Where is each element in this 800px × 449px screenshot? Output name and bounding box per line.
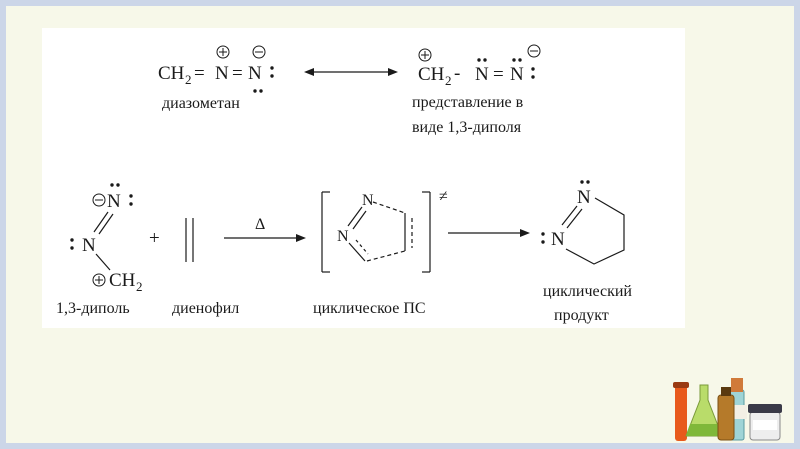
lone-pair-dot — [586, 180, 590, 184]
negative-charge-icon — [527, 44, 541, 58]
lone-pair-dot — [129, 194, 133, 198]
bond — [352, 210, 367, 230]
negative-charge-icon — [92, 193, 106, 207]
reaction-arrow-icon — [224, 234, 306, 242]
dipole-dash: - — [454, 63, 460, 84]
diazomethane-ch-sub: 2 — [185, 72, 192, 87]
bond — [347, 206, 363, 227]
lone-pair-dot — [253, 89, 257, 93]
ring-bonds — [565, 197, 625, 265]
plus-sign: + — [149, 228, 160, 249]
heat-delta: Δ — [255, 216, 265, 233]
dipole-n1: N — [475, 64, 489, 85]
bond — [95, 253, 111, 271]
label-product-line1: циклический — [543, 283, 632, 300]
lone-pair-dot — [270, 74, 274, 78]
bond — [93, 211, 109, 233]
label-ts: циклическое ПС — [313, 300, 426, 317]
bent-dipole-ch: CH — [109, 270, 136, 291]
dipole-caption-line2: виде 1,3-диполя — [412, 119, 522, 136]
diazomethane-structure: CH 2 = N = N диазометан — [158, 45, 274, 112]
bent-dipole-n-top: N — [107, 191, 121, 212]
resonance-arrow-icon — [304, 68, 398, 76]
lone-pair-dot — [531, 75, 535, 79]
diazomethane-ch: CH — [158, 63, 185, 84]
ts-n-left: N — [337, 228, 349, 245]
lone-pair-dot — [110, 183, 114, 187]
lone-pair-dot — [541, 240, 545, 244]
partial-bond — [366, 250, 406, 262]
content-panel — [42, 28, 685, 328]
partial-bond — [372, 201, 406, 214]
dipole-n2: N — [510, 64, 524, 85]
frame-top — [0, 0, 800, 6]
label-product-line2: продукт — [554, 307, 609, 324]
lone-pair-dot — [70, 246, 74, 250]
bond — [566, 208, 583, 229]
ts-mark: ≠ — [439, 188, 448, 205]
lone-pair-dot — [70, 238, 74, 242]
diazomethane-eq1: = — [194, 63, 205, 84]
product-n-left: N — [551, 229, 565, 250]
bracket-left — [321, 191, 330, 273]
positive-charge-icon — [216, 45, 230, 59]
ts-n-top: N — [362, 192, 374, 209]
lone-pair-dot — [477, 58, 481, 62]
product-n-top: N — [577, 187, 591, 208]
dipole-caption-line1: представление в — [412, 94, 524, 111]
bent-dipole-n-mid: N — [82, 235, 96, 256]
dipole-ch-sub: 2 — [445, 73, 452, 88]
label-dienophile: диенофил — [172, 300, 239, 317]
frame-right — [794, 0, 800, 449]
dipole-structure: CH 2 - N = N представление в виде 1,3-ди… — [412, 44, 541, 136]
lone-pair-dot — [518, 58, 522, 62]
bracket-right — [422, 191, 431, 273]
diazomethane-n1: N — [215, 63, 229, 84]
transition-state: ≠ N N циклическое ПС — [313, 188, 448, 317]
lone-pair-dot — [259, 89, 263, 93]
lone-pair-dot — [270, 66, 274, 70]
negative-charge-icon — [252, 45, 266, 59]
lone-pair-dot — [531, 67, 535, 71]
lone-pair-dot — [541, 232, 545, 236]
positive-charge-icon — [92, 273, 106, 287]
lone-pair-dot — [580, 180, 584, 184]
lone-pair-dot — [129, 202, 133, 206]
lone-pair-dot — [512, 58, 516, 62]
bent-dipole-structure: N N CH 2 1,3-диполь — [56, 183, 143, 317]
bond — [355, 239, 369, 255]
positive-charge-icon — [418, 48, 432, 62]
diazomethane-eq2: = — [232, 63, 243, 84]
reaction-arrow-icon — [448, 229, 530, 237]
bent-dipole-ch-sub: 2 — [136, 279, 143, 294]
lone-pair-dot — [483, 58, 487, 62]
product-structure: N N циклический продукт — [541, 180, 632, 324]
diazomethane-n2: N — [248, 63, 262, 84]
dipole-ch: CH — [418, 64, 445, 85]
diazomethane-name: диазометан — [162, 95, 240, 112]
frame-bottom — [0, 443, 800, 449]
label-dipole: 1,3-диполь — [56, 300, 130, 317]
lone-pair-dot — [116, 183, 120, 187]
dipole-eq: = — [493, 64, 504, 85]
bond — [348, 242, 366, 262]
dienophile-double-bond — [185, 218, 194, 262]
bond — [561, 205, 578, 226]
lab-glassware-icon — [673, 378, 782, 441]
bond — [98, 213, 114, 235]
frame-left — [0, 0, 6, 449]
